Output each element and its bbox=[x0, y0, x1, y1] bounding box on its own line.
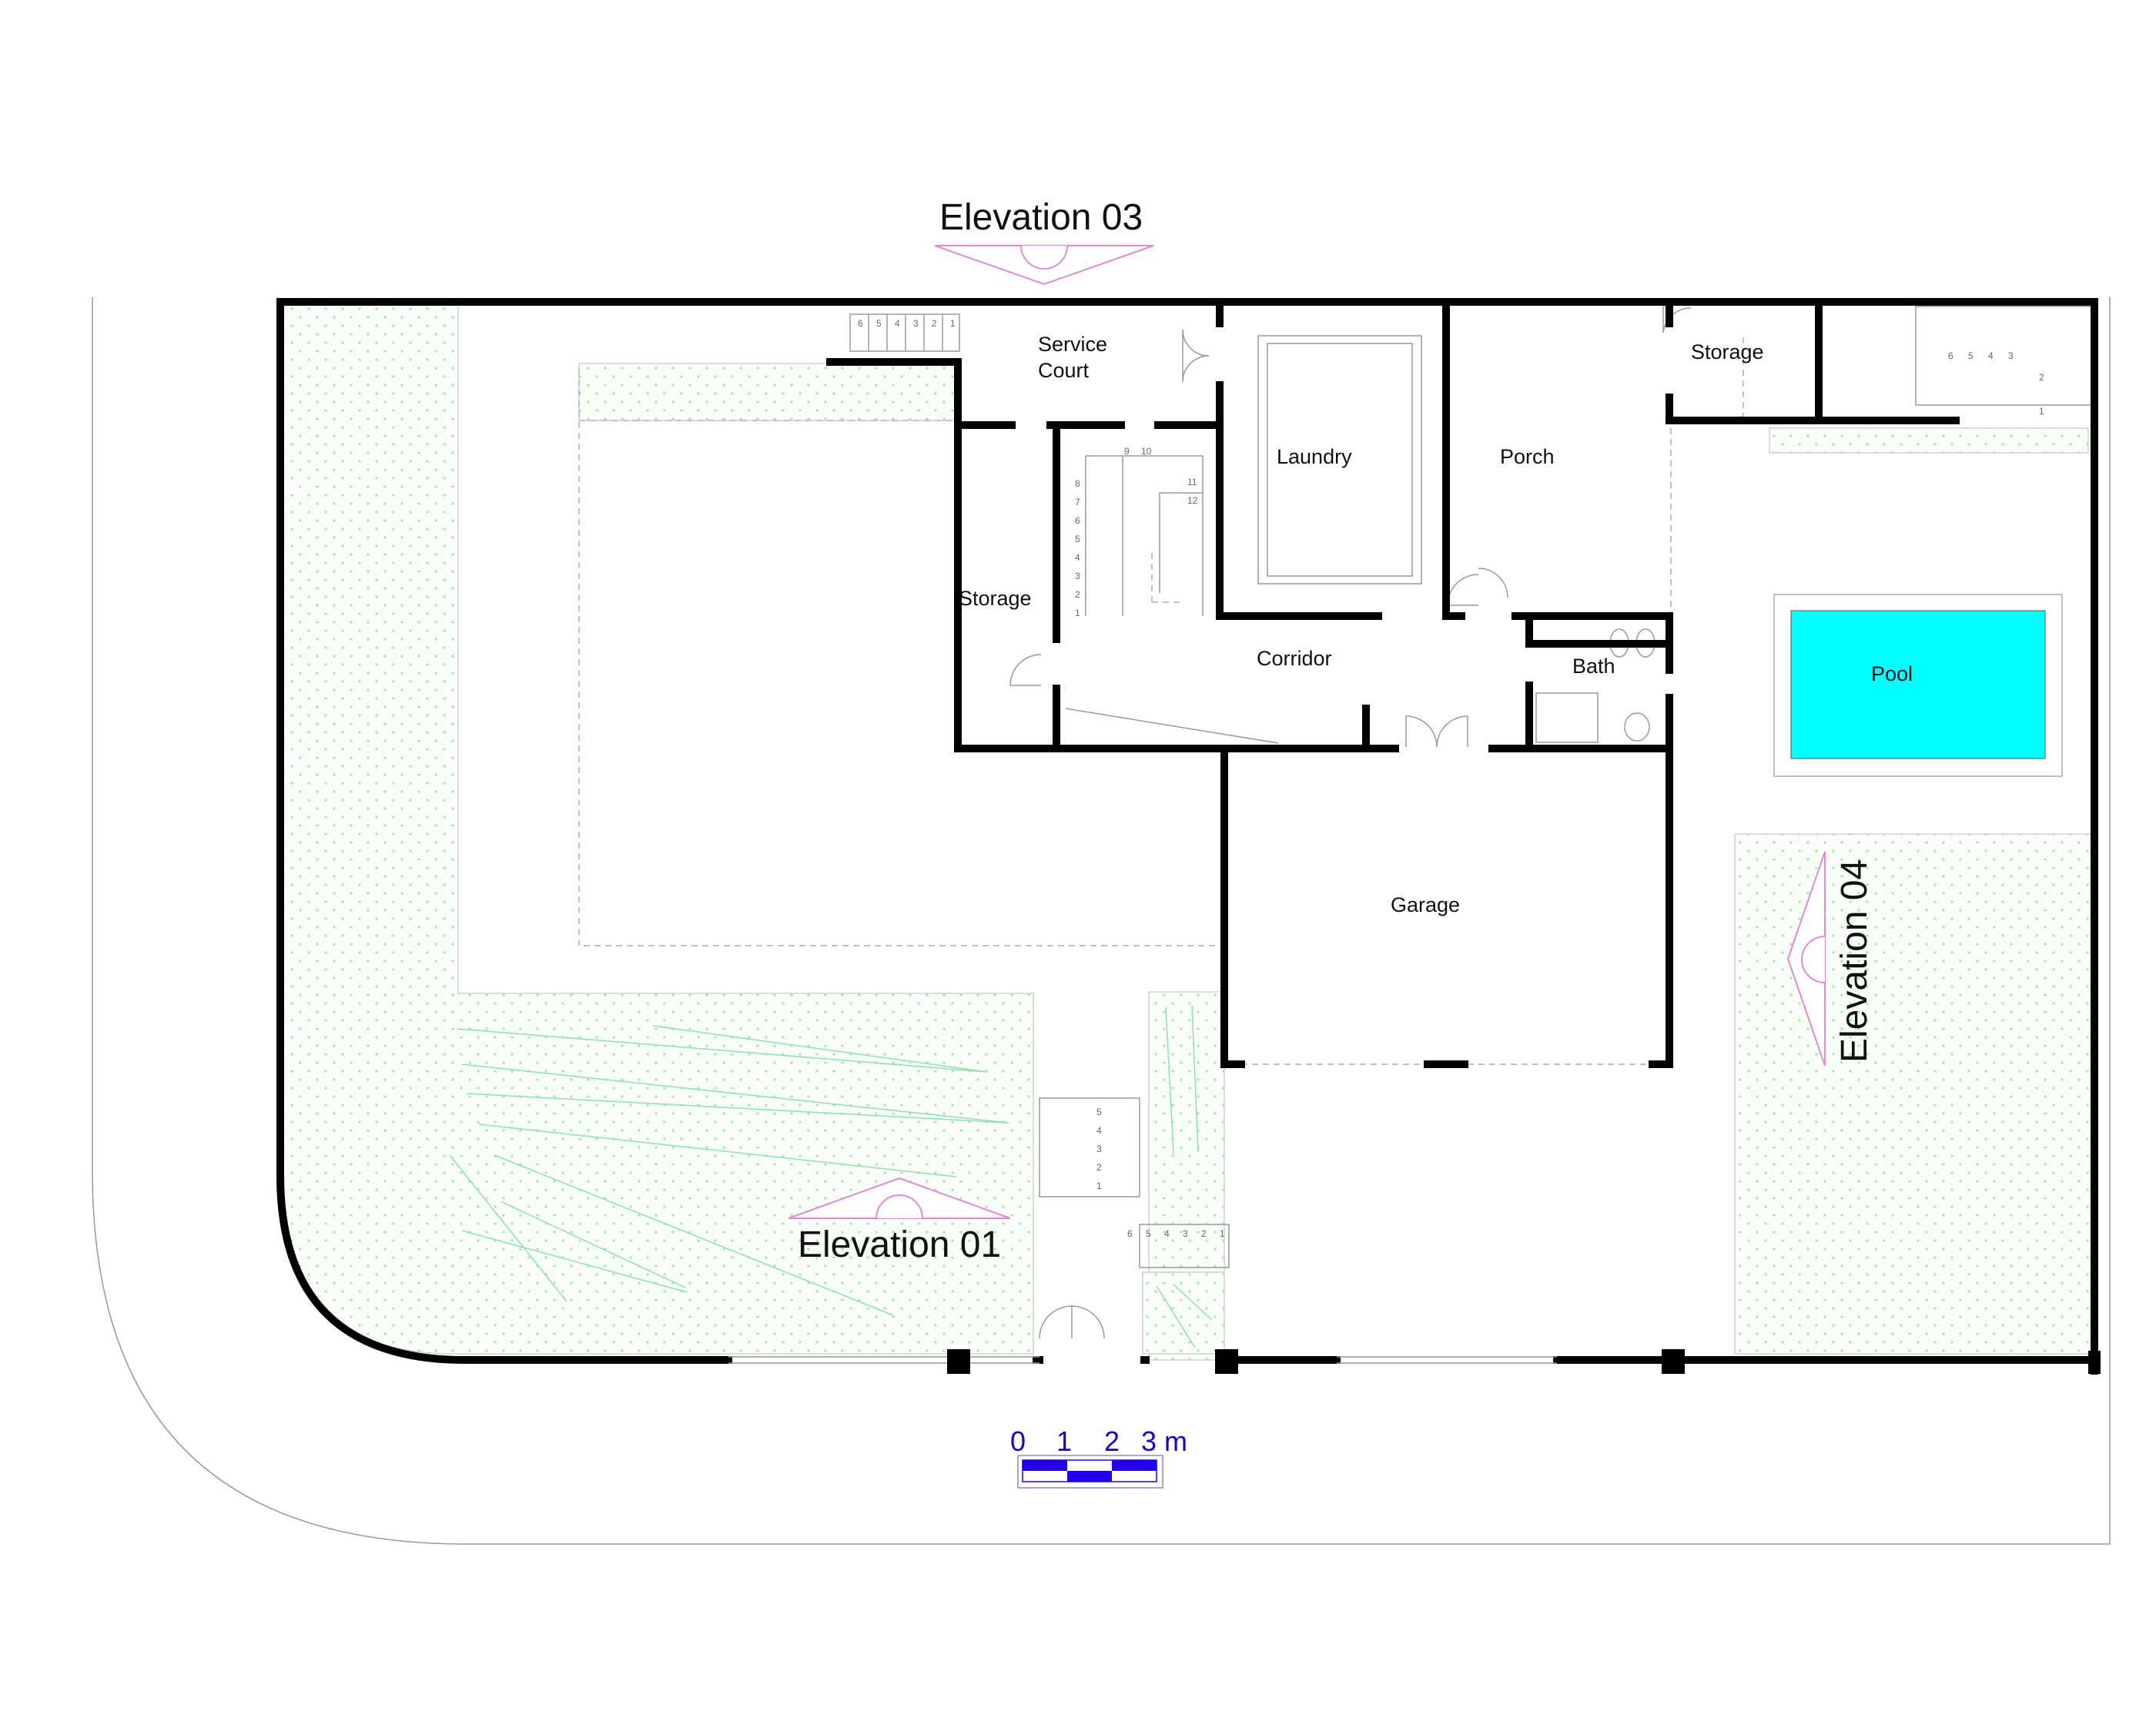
svg-text:3: 3 bbox=[1096, 1144, 1102, 1154]
svg-text:6: 6 bbox=[1948, 350, 1953, 361]
svg-text:8: 8 bbox=[1075, 478, 1080, 489]
svg-text:4: 4 bbox=[1096, 1125, 1102, 1136]
svg-text:12: 12 bbox=[1187, 495, 1198, 506]
svg-text:5: 5 bbox=[1075, 534, 1080, 544]
svg-text:4: 4 bbox=[1164, 1228, 1170, 1239]
svg-text:5: 5 bbox=[1146, 1228, 1151, 1239]
scale-tick-2: 2 bbox=[1104, 1425, 1120, 1457]
elevation-04-label: Elevation 04 bbox=[1834, 859, 1875, 1063]
room-label-bath: Bath bbox=[1572, 655, 1615, 678]
svg-text:2: 2 bbox=[1096, 1162, 1102, 1173]
stair-numbers: 6 5 4 3 2 1 8 7 6 5 4 3 2 1 9 10 11 12 6… bbox=[858, 318, 2044, 1239]
elevation-01-marker bbox=[788, 1177, 1011, 1219]
room-label-corridor: Corridor bbox=[1257, 647, 1332, 670]
svg-text:5: 5 bbox=[1968, 350, 1974, 361]
svg-text:7: 7 bbox=[1075, 497, 1080, 507]
room-label-porch: Porch bbox=[1500, 445, 1555, 468]
columns bbox=[947, 1349, 2101, 1374]
room-label-service-court: Service bbox=[1038, 333, 1107, 356]
interior-walls bbox=[826, 303, 1960, 1068]
svg-text:5: 5 bbox=[876, 318, 882, 329]
elevation-03-marker bbox=[934, 245, 1154, 286]
pool-water bbox=[1790, 610, 2046, 759]
svg-text:1: 1 bbox=[1096, 1181, 1102, 1191]
svg-text:6: 6 bbox=[1075, 515, 1080, 526]
svg-text:1: 1 bbox=[1220, 1228, 1225, 1239]
overhang-lines bbox=[578, 337, 1744, 1065]
svg-text:1: 1 bbox=[1075, 608, 1080, 618]
svg-text:1: 1 bbox=[2039, 406, 2044, 417]
svg-text:2: 2 bbox=[1075, 589, 1080, 600]
elevation-03-label: Elevation 03 bbox=[939, 197, 1143, 238]
scale-tick-0: 0 bbox=[1010, 1425, 1026, 1457]
room-label-storage-top: Storage bbox=[1691, 340, 1764, 363]
room-label-laundry: Laundry bbox=[1277, 445, 1352, 468]
svg-text:10: 10 bbox=[1141, 446, 1152, 457]
elevation-01-label: Elevation 01 bbox=[798, 1224, 1001, 1265]
svg-text:3: 3 bbox=[1183, 1228, 1188, 1239]
room-label-storage-left: Storage bbox=[959, 587, 1032, 610]
svg-text:6: 6 bbox=[858, 318, 863, 329]
scale-bar: 0 1 2 3 m bbox=[1010, 1425, 1187, 1489]
room-label-garage: Garage bbox=[1391, 893, 1460, 916]
scale-tick-1: 1 bbox=[1056, 1425, 1072, 1457]
svg-text:2: 2 bbox=[2039, 372, 2044, 383]
garden-rays bbox=[449, 1005, 1213, 1348]
svg-text:3: 3 bbox=[1075, 571, 1080, 581]
room-label-pool: Pool bbox=[1871, 662, 1913, 685]
room-labels: Service Court Laundry Porch Storage Stor… bbox=[959, 333, 1913, 916]
svg-text:4: 4 bbox=[895, 318, 900, 329]
svg-text:6: 6 bbox=[1127, 1228, 1133, 1239]
svg-text:3: 3 bbox=[2008, 350, 2014, 361]
landscape-areas bbox=[280, 301, 2094, 1361]
room-label-service-court-2: Court bbox=[1038, 359, 1090, 382]
svg-text:9: 9 bbox=[1124, 446, 1130, 457]
svg-text:4: 4 bbox=[1075, 552, 1080, 563]
svg-text:2: 2 bbox=[932, 318, 937, 329]
site-boundary bbox=[92, 297, 2111, 1545]
svg-text:11: 11 bbox=[1187, 477, 1197, 487]
exterior-walls bbox=[276, 298, 2098, 1375]
svg-text:3: 3 bbox=[913, 318, 919, 329]
svg-text:4: 4 bbox=[1988, 350, 1994, 361]
svg-text:5: 5 bbox=[1096, 1107, 1102, 1117]
svg-text:2: 2 bbox=[1201, 1228, 1207, 1239]
scale-tick-3: 3 m bbox=[1141, 1425, 1187, 1457]
svg-text:1: 1 bbox=[950, 318, 956, 329]
elevation-04-marker bbox=[1786, 851, 1826, 1067]
